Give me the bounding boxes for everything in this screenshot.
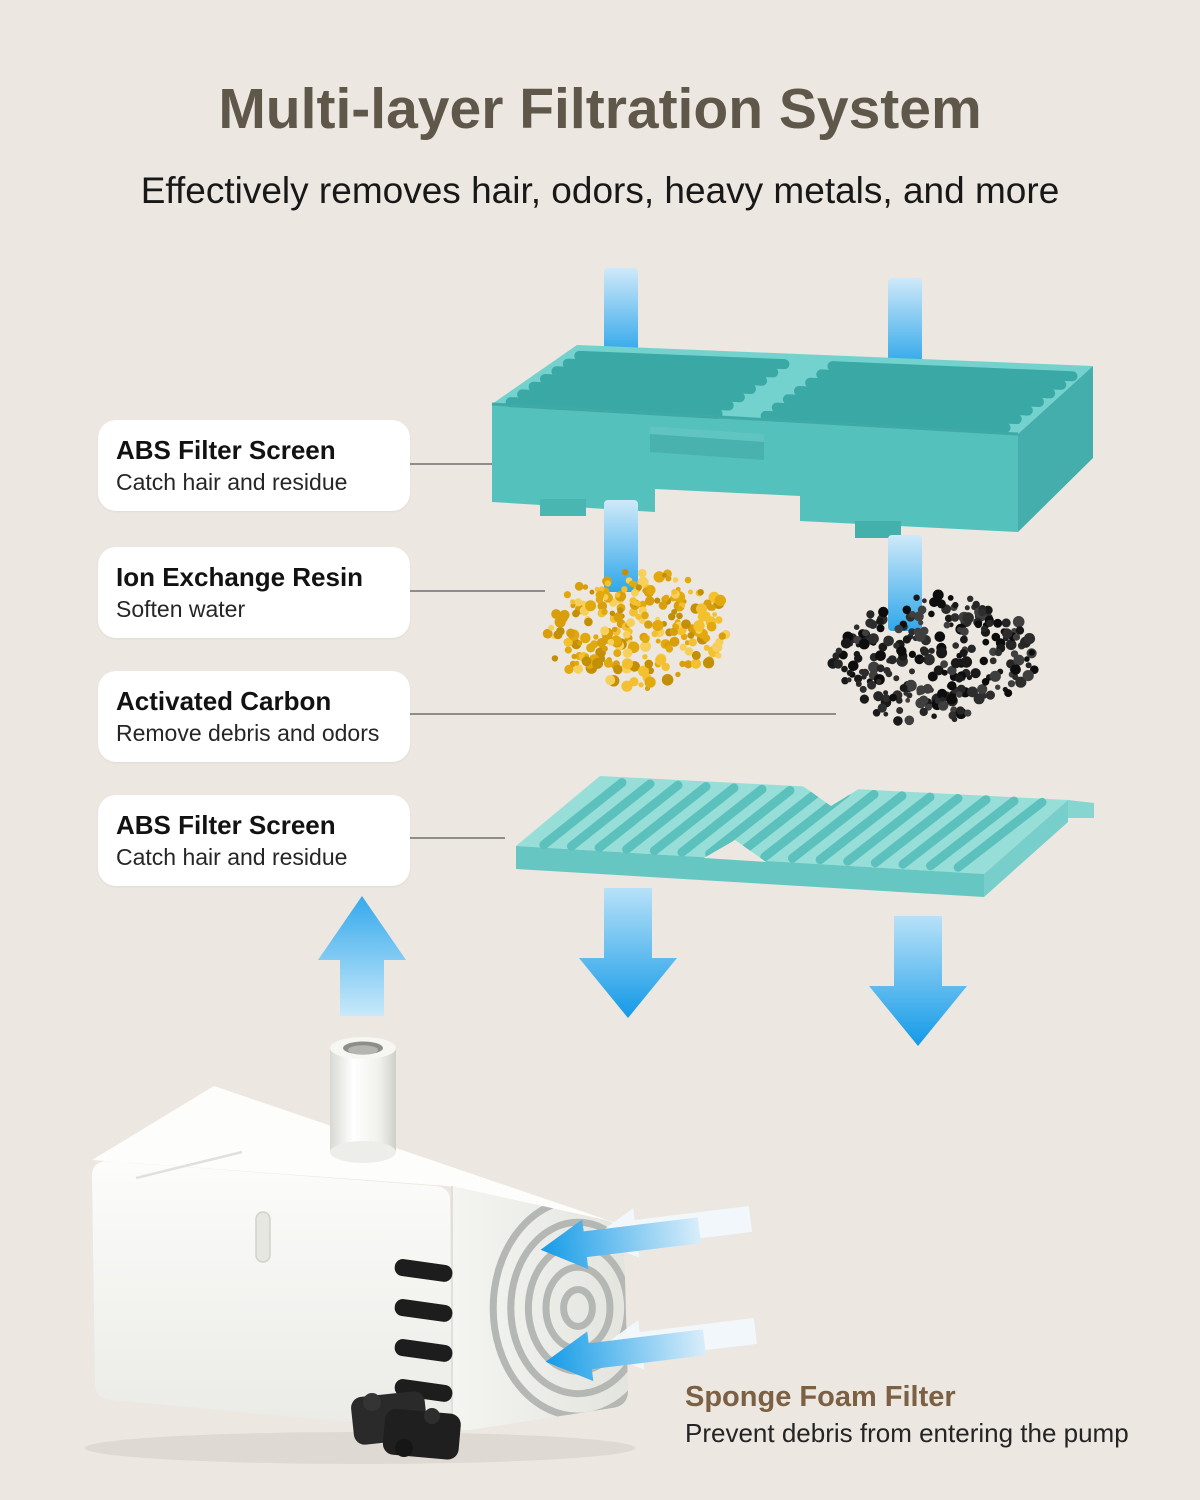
callout-desc: Remove debris and odors [116, 720, 380, 747]
callout-ion-exchange-resin: Ion Exchange Resin Soften water [98, 547, 410, 639]
pump-shadow [85, 1432, 635, 1464]
box-handle-highlight [650, 426, 764, 442]
inflow-arrow-lower [545, 1318, 757, 1382]
plate-notch-top [800, 784, 862, 806]
callout-title: Activated Carbon [116, 686, 332, 716]
activated-carbon-beads [827, 589, 1039, 726]
flow-arrows-middle [604, 500, 922, 631]
plate-notch-bottom [704, 840, 766, 862]
callout-abs-filter-screen-top: ABS Filter Screen Catch hair and residue [98, 420, 410, 512]
bottom-filter-plate [516, 776, 1094, 897]
callout-title: ABS Filter Screen [116, 435, 336, 465]
callout-activated-carbon: Activated Carbon Remove debris and odors [98, 671, 410, 763]
flow-arrow-outlet-right [869, 916, 967, 1046]
plate-front-edge [516, 846, 984, 897]
callout-desc: Soften water [116, 596, 246, 623]
footnote-desc: Prevent debris from entering the pump [685, 1418, 1129, 1448]
flow-arrow-inlet-left [604, 268, 638, 354]
footnote-title: Sponge Foam Filter [685, 1381, 956, 1413]
plate-slots [539, 778, 1047, 872]
flow-arrows-outlet [579, 888, 967, 1046]
sponge-foam [351, 1391, 461, 1460]
page-title: Multi-layer Filtration System [218, 77, 982, 141]
callout-desc: Catch hair and residue [116, 469, 348, 496]
pump-outlet-tube [330, 1037, 396, 1163]
flow-arrow-pump-up [318, 896, 406, 1016]
plate-side-tab [1068, 800, 1094, 818]
flow-arrow-outlet-left [579, 888, 677, 1018]
box-bottom-tab-right [855, 521, 901, 538]
box-bottom-tab-left [540, 499, 586, 516]
flow-arrow-mid-right [888, 535, 922, 631]
inflow-arrow-upper [540, 1206, 752, 1270]
pump-grille-face [452, 1186, 629, 1431]
flow-arrows-inlet [604, 268, 922, 366]
sponge-foam-filter-note: Sponge Foam Filter Prevent debris from e… [685, 1381, 1129, 1449]
filter-box-illustration [491, 345, 1093, 538]
inflow-arrow-upper-main [540, 1217, 701, 1270]
box-right-face [1018, 366, 1093, 532]
plate-right-edge [984, 800, 1068, 897]
box-top-slots-left [505, 350, 790, 419]
callout-desc: Catch hair and residue [116, 844, 348, 871]
pump-front-face [92, 1161, 452, 1431]
ion-exchange-resin-beads [542, 568, 731, 692]
box-top-slots-right [760, 361, 1078, 433]
callout-abs-filter-screen-bottom: ABS Filter Screen Catch hair and residue [98, 795, 410, 887]
inflow-arrow-lower-main [545, 1329, 706, 1382]
page-subtitle: Effectively removes hair, odors, heavy m… [140, 170, 1060, 211]
box-front-edge [491, 402, 1019, 436]
callout-title: ABS Filter Screen [116, 810, 336, 840]
flow-arrow-mid-left [604, 500, 638, 592]
pump-screw-slot [255, 1211, 271, 1263]
flow-arrow-inlet-right [888, 278, 922, 366]
callout-title: Ion Exchange Resin [116, 562, 364, 592]
pump-mold-seam [135, 1150, 243, 1180]
